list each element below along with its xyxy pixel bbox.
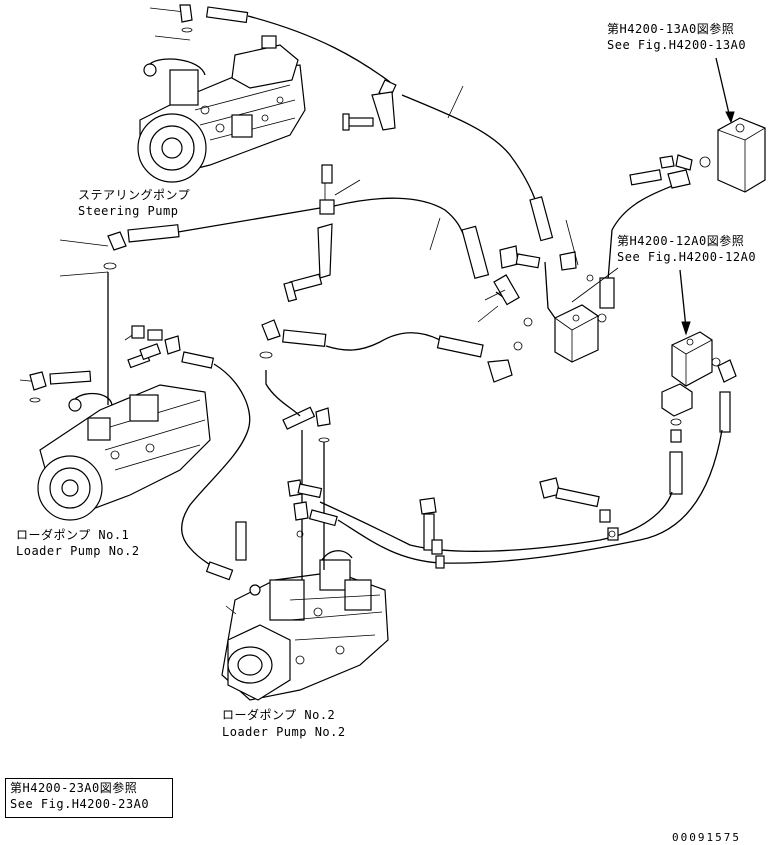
loader-pump-1-label-en: Loader Pump No.2 (16, 544, 140, 558)
loader-pump-2 (221, 550, 389, 701)
loader-pump-1-label-jp: ローダポンプ No.1 (16, 528, 130, 542)
central-valve-block (499, 219, 619, 363)
steering-pump-label-jp: ステアリングポンプ (78, 188, 191, 202)
steering-pump (137, 4, 306, 183)
loader2-fittings (265, 370, 338, 580)
loader-pump-2-label-jp: ローダポンプ No.2 (222, 708, 336, 722)
bolt-and-bracket (283, 164, 333, 303)
valve-block-13a0 (607, 57, 766, 281)
ref-23a0-box: 第H4200-23A0図参照 See Fig.H4200-23A0 (5, 778, 173, 818)
bottom-hoses (319, 429, 723, 569)
loader1-hose (164, 335, 251, 581)
loader-pump-2-label-en: Loader Pump No.2 (222, 725, 346, 739)
ref-23a0-label-jp: 第H4200-23A0図参照 (10, 781, 138, 795)
loader-pump-1 (19, 325, 211, 521)
ref-13a0-label-en: See Fig.H4200-13A0 (607, 38, 747, 52)
ref-23a0-label-en: See Fig.H4200-23A0 (10, 797, 150, 811)
central-hose (259, 274, 520, 383)
ref-12a0-label-jp: 第H4200-12A0図参照 (617, 234, 745, 248)
ref-13a0-label-jp: 第H4200-13A0図参照 (607, 22, 735, 36)
valve-block-12a0 (661, 269, 737, 495)
clamp-bracket (342, 91, 396, 131)
steering-delivery-hose (103, 179, 490, 405)
drawing-number: 00091575 (672, 831, 741, 844)
steering-pump-label-en: Steering Pump (78, 204, 179, 218)
ref-12a0-label-en: See Fig.H4200-12A0 (617, 250, 757, 264)
